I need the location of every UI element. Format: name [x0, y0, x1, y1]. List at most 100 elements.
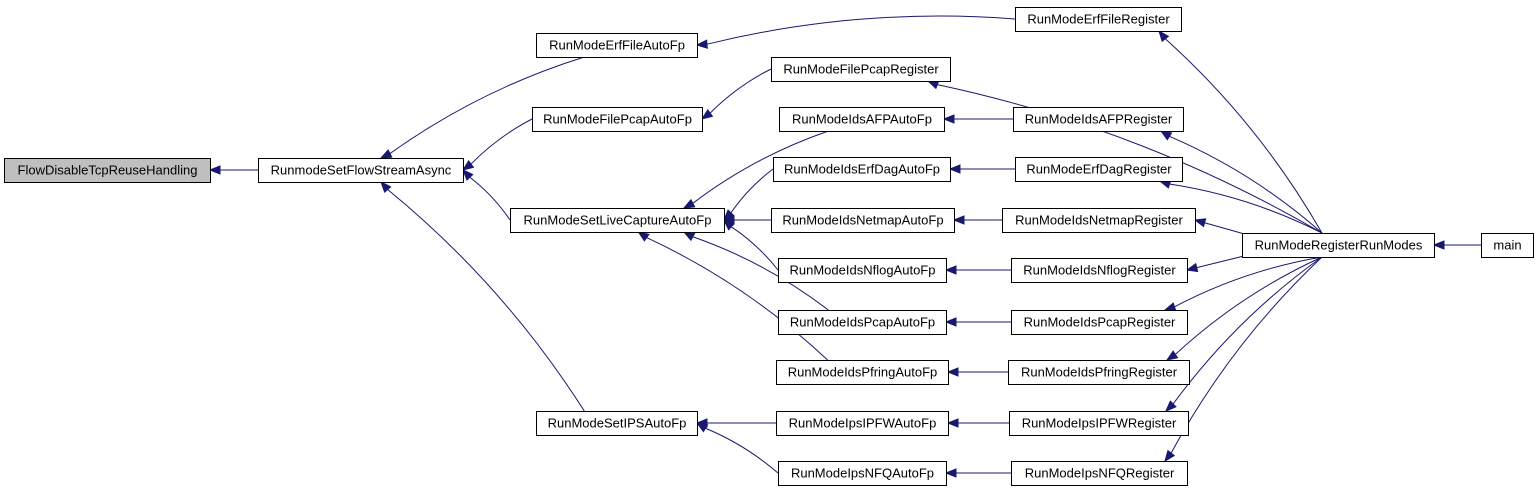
- arrowhead: [462, 169, 474, 181]
- edge-line: [709, 68, 772, 114]
- edge-run-mode-register-run-modes-to-run-mode-ids-pcap-register: [1163, 256, 1323, 312]
- edge-line: [389, 56, 585, 154]
- arrowhead: [946, 418, 959, 428]
- node-run-mode-set-live-capture-auto-fp[interactable]: RunModeSetLiveCaptureAutoFp: [510, 208, 725, 233]
- edge-run-mode-ips-nfqregister-to-run-mode-ips-nfqauto-fp: [944, 468, 1011, 478]
- node-run-mode-ids-pfring-auto-fp[interactable]: RunModeIdsPfringAutoFp: [776, 360, 949, 385]
- edge-run-mode-ips-nfqauto-fp-to-run-mode-set-ipsauto-fp: [695, 422, 779, 474]
- edge-line: [705, 427, 779, 474]
- node-run-mode-ids-pcap-auto-fp[interactable]: RunModeIdsPcapAutoFp: [778, 310, 947, 335]
- arrowhead: [1193, 218, 1207, 228]
- node-label: RunModeIpsIPFWAutoFp: [789, 415, 937, 430]
- node-box: [778, 310, 947, 335]
- node-label: FlowDisableTcpReuseHandling: [18, 162, 198, 177]
- node-box: [1015, 157, 1183, 182]
- edge-run-mode-erf-dag-register-to-run-mode-ids-erf-dag-auto-fp: [948, 164, 1016, 174]
- arrowhead: [682, 231, 696, 242]
- edge-run-mode-file-pcap-auto-fp-to-runmode-set-flow-stream-async: [461, 118, 533, 171]
- node-label: RunmodeSetFlowStreamAsync: [271, 162, 452, 177]
- node-label: RunModeIdsNetmapRegister: [1015, 212, 1183, 227]
- node-run-mode-ips-ipfwauto-fp[interactable]: RunModeIpsIPFWAutoFp: [776, 411, 949, 436]
- edge-run-mode-ids-pfring-auto-fp-to-run-mode-set-live-capture-auto-fp: [637, 231, 828, 361]
- node-box: [1011, 461, 1188, 486]
- node-run-mode-ids-netmap-auto-fp[interactable]: RunModeIdsNetmapAutoFp: [771, 208, 955, 233]
- edge-line: [692, 236, 829, 311]
- node-run-mode-register-run-modes[interactable]: RunModeRegisterRunModes: [1242, 233, 1435, 258]
- node-run-mode-ids-nflog-auto-fp[interactable]: RunModeIdsNflogAutoFp: [778, 258, 947, 283]
- edge-line: [730, 168, 774, 214]
- edge-run-mode-erf-file-auto-fp-to-runmode-set-flow-stream-async: [379, 56, 585, 159]
- node-label: RunModeIdsNflogAutoFp: [790, 262, 936, 277]
- node-main[interactable]: main: [1481, 233, 1534, 258]
- node-run-mode-file-pcap-auto-fp[interactable]: RunModeFilePcapAutoFp: [532, 107, 703, 132]
- node-run-mode-ids-netmap-register[interactable]: RunModeIdsNetmapRegister: [1002, 208, 1196, 233]
- node-run-mode-ids-pfring-register[interactable]: RunModeIdsPfringRegister: [1008, 360, 1190, 385]
- node-flow-disable-tcp-reuse-handling[interactable]: FlowDisableTcpReuseHandling: [4, 158, 211, 183]
- arrowhead: [1165, 400, 1177, 412]
- node-box: [1242, 233, 1435, 258]
- node-box: [4, 158, 211, 183]
- edge-run-mode-ips-ipfwauto-fp-to-run-mode-set-ipsauto-fp: [695, 418, 776, 428]
- node-run-mode-ids-pcap-register[interactable]: RunModeIdsPcapRegister: [1011, 310, 1188, 335]
- node-label: RunModeRegisterRunModes: [1255, 237, 1423, 252]
- node-runmode-set-flow-stream-async[interactable]: RunmodeSetFlowStreamAsync: [258, 158, 464, 183]
- arrowhead: [952, 215, 965, 225]
- node-run-mode-file-pcap-register[interactable]: RunModeFilePcapRegister: [771, 57, 951, 82]
- node-label: RunModeSetLiveCaptureAutoFp: [524, 212, 712, 227]
- edge-line: [1164, 38, 1323, 234]
- node-box: [771, 208, 955, 233]
- arrowhead: [1164, 449, 1176, 463]
- arrowhead: [946, 367, 959, 377]
- node-run-mode-ids-afpregister[interactable]: RunModeIdsAFPRegister: [1013, 107, 1184, 132]
- arrowhead: [1159, 130, 1173, 141]
- node-box: [1481, 233, 1534, 258]
- edge-run-mode-set-live-capture-auto-fp-to-runmode-set-flow-stream-async: [462, 169, 511, 221]
- node-label: RunModeSetIPSAutoFp: [548, 415, 687, 430]
- node-box: [1002, 208, 1196, 233]
- edge-main-to-run-mode-register-run-modes: [1432, 240, 1481, 250]
- edge-run-mode-ids-afpauto-fp-to-run-mode-set-live-capture-auto-fp: [682, 130, 829, 209]
- node-run-mode-ips-nfqauto-fp[interactable]: RunModeIpsNFQAutoFp: [778, 461, 947, 486]
- arrowhead: [700, 109, 714, 120]
- node-box: [1011, 310, 1188, 335]
- edge-line: [1196, 254, 1249, 269]
- edge-line: [731, 226, 779, 271]
- node-run-mode-ids-nflog-register[interactable]: RunModeIdsNflogRegister: [1011, 258, 1188, 283]
- node-label: RunModeIdsNflogRegister: [1023, 262, 1176, 277]
- node-box: [773, 157, 951, 182]
- node-label: main: [1493, 237, 1521, 252]
- edge-line: [387, 189, 585, 412]
- arrowhead: [695, 422, 709, 433]
- edge-run-mode-ids-pfring-register-to-run-mode-ids-pfring-auto-fp: [946, 367, 1008, 377]
- edge-line: [469, 176, 511, 221]
- node-box: [779, 107, 945, 132]
- edge-run-mode-register-run-modes-to-run-mode-ids-netmap-register: [1193, 218, 1249, 236]
- arrowhead: [1432, 240, 1445, 250]
- node-label: RunModeIpsNFQAutoFp: [791, 465, 934, 480]
- node-run-mode-ids-erf-dag-auto-fp[interactable]: RunModeIdsErfDagAutoFp: [773, 157, 951, 182]
- node-run-mode-ids-afpauto-fp[interactable]: RunModeIdsAFPAutoFp: [779, 107, 945, 132]
- arrowhead: [461, 159, 475, 171]
- node-box: [776, 411, 949, 436]
- node-run-mode-erf-file-auto-fp[interactable]: RunModeErfFileAutoFp: [536, 33, 698, 58]
- edge-line: [706, 15, 1016, 45]
- node-run-mode-ips-ipfwregister[interactable]: RunModeIpsIPFWRegister: [1009, 411, 1189, 436]
- node-box: [1011, 258, 1188, 283]
- node-run-mode-set-ipsauto-fp[interactable]: RunModeSetIPSAutoFp: [536, 411, 698, 436]
- node-run-mode-erf-dag-register[interactable]: RunModeErfDagRegister: [1015, 157, 1183, 182]
- node-box: [776, 360, 949, 385]
- node-run-mode-ips-nfqregister[interactable]: RunModeIpsNFQRegister: [1011, 461, 1188, 486]
- node-box: [778, 461, 947, 486]
- node-box: [1008, 360, 1190, 385]
- edge-run-mode-ids-nflog-register-to-run-mode-ids-nflog-auto-fp: [944, 265, 1011, 275]
- edge-line: [692, 130, 829, 204]
- node-run-mode-erf-file-register[interactable]: RunModeErfFileRegister: [1015, 7, 1182, 32]
- node-label: RunModeErfFileAutoFp: [549, 37, 685, 52]
- node-box: [532, 107, 703, 132]
- node-label: RunModeIdsAFPRegister: [1025, 111, 1173, 126]
- arrowhead: [1158, 29, 1170, 43]
- edge-line: [470, 118, 533, 165]
- arrowhead: [380, 180, 392, 193]
- edge-line: [646, 237, 828, 361]
- arrowhead: [682, 198, 696, 209]
